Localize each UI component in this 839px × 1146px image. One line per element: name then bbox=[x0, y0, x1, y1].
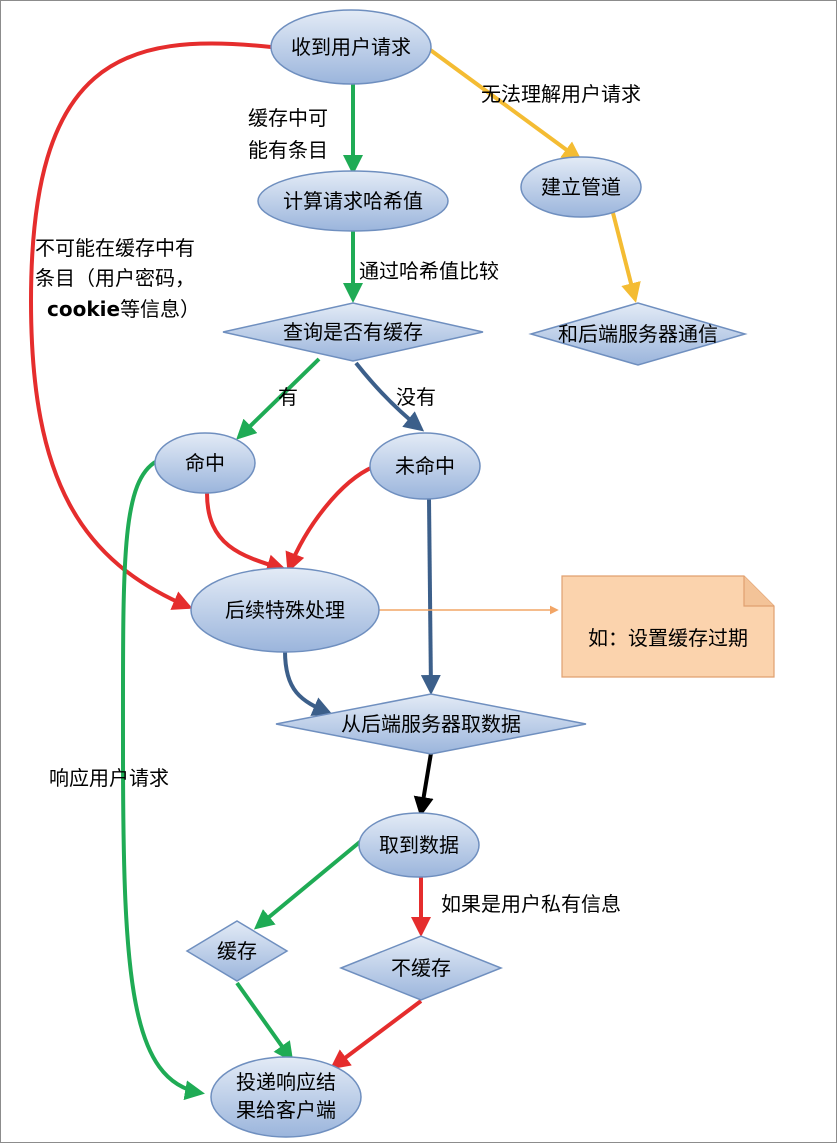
edge-query-to-miss bbox=[354, 361, 425, 432]
edge-receive-to-special bbox=[28, 41, 272, 610]
label-cannot-understand: 无法理解用户请求 bbox=[481, 82, 641, 106]
edge-miss-to-special bbox=[285, 465, 374, 573]
node-got: 取到数据 bbox=[358, 812, 480, 878]
node-special-label: 后续特殊处理 bbox=[225, 598, 345, 622]
node-miss-label: 未命中 bbox=[395, 454, 455, 478]
node-cache: 缓存 bbox=[185, 920, 289, 982]
node-miss: 未命中 bbox=[369, 432, 481, 500]
label-cannot-rest: 等信息） bbox=[120, 297, 200, 321]
edge-hit-to-special bbox=[205, 492, 287, 574]
label-respond: 响应用户请求 bbox=[49, 766, 169, 790]
edge-miss-to-fetch bbox=[420, 498, 441, 695]
edge-hit-to-deliver bbox=[120, 459, 205, 1101]
node-got-label: 取到数据 bbox=[379, 833, 459, 857]
label-cannot-line2: 条目（用户密码， bbox=[35, 266, 195, 290]
note-label: 如：设置缓存过期 bbox=[588, 626, 748, 650]
node-pipe-label: 建立管道 bbox=[541, 175, 621, 199]
label-cannot-line1: 不可能在缓存中有 bbox=[35, 236, 195, 260]
node-deliver-line2: 果给客户端 bbox=[236, 1098, 336, 1122]
node-special: 后续特殊处理 bbox=[190, 567, 380, 653]
node-cache-label: 缓存 bbox=[217, 939, 257, 963]
node-query: 查询是否有缓存 bbox=[222, 302, 484, 362]
edge-got-to-cache bbox=[253, 839, 363, 930]
edge-cache-to-deliver bbox=[235, 981, 294, 1063]
node-hit-label: 命中 bbox=[185, 451, 225, 475]
label-cannot-cookie: cookie bbox=[47, 297, 120, 321]
node-hash: 计算请求哈希值 bbox=[257, 170, 449, 232]
node-fetch: 从后端服务器取数据 bbox=[275, 693, 587, 755]
label-maybe-line2: 能有条目 bbox=[248, 138, 328, 162]
note-box: 如：设置缓存过期 bbox=[561, 575, 775, 678]
edge-nocache-to-deliver bbox=[329, 999, 423, 1070]
node-comm-label: 和后端服务器通信 bbox=[558, 322, 718, 346]
edge-pipe-to-comm bbox=[611, 212, 641, 303]
node-hash-label: 计算请求哈希值 bbox=[283, 189, 423, 213]
node-deliver: 投递响应结 果给客户端 bbox=[210, 1056, 362, 1138]
node-pipe: 建立管道 bbox=[520, 156, 642, 218]
label-private: 如果是用户私有信息 bbox=[441, 892, 621, 916]
node-nocache-label: 不缓存 bbox=[391, 956, 451, 980]
node-query-label: 查询是否有缓存 bbox=[283, 320, 423, 344]
edge-receive-to-pipe bbox=[427, 47, 583, 162]
label-maybe-line1: 缓存中可 bbox=[248, 106, 328, 130]
node-hit: 命中 bbox=[154, 432, 256, 494]
node-nocache: 不缓存 bbox=[338, 935, 504, 1001]
edge-special-to-fetch bbox=[283, 650, 333, 716]
node-fetch-label: 从后端服务器取数据 bbox=[341, 712, 521, 736]
node-receive: 收到用户请求 bbox=[270, 9, 432, 85]
node-comm: 和后端服务器通信 bbox=[528, 302, 748, 366]
label-hasnot: 没有 bbox=[396, 385, 436, 409]
edge-fetch-to-got bbox=[413, 752, 434, 817]
node-receive-label: 收到用户请求 bbox=[291, 35, 411, 59]
node-deliver-line1: 投递响应结 bbox=[236, 1070, 336, 1094]
label-has: 有 bbox=[278, 385, 298, 409]
edge-query-to-hit bbox=[236, 357, 321, 440]
label-hash-compare: 通过哈希值比较 bbox=[359, 259, 499, 283]
label-cannot-line3: cookie等信息） bbox=[47, 297, 200, 321]
